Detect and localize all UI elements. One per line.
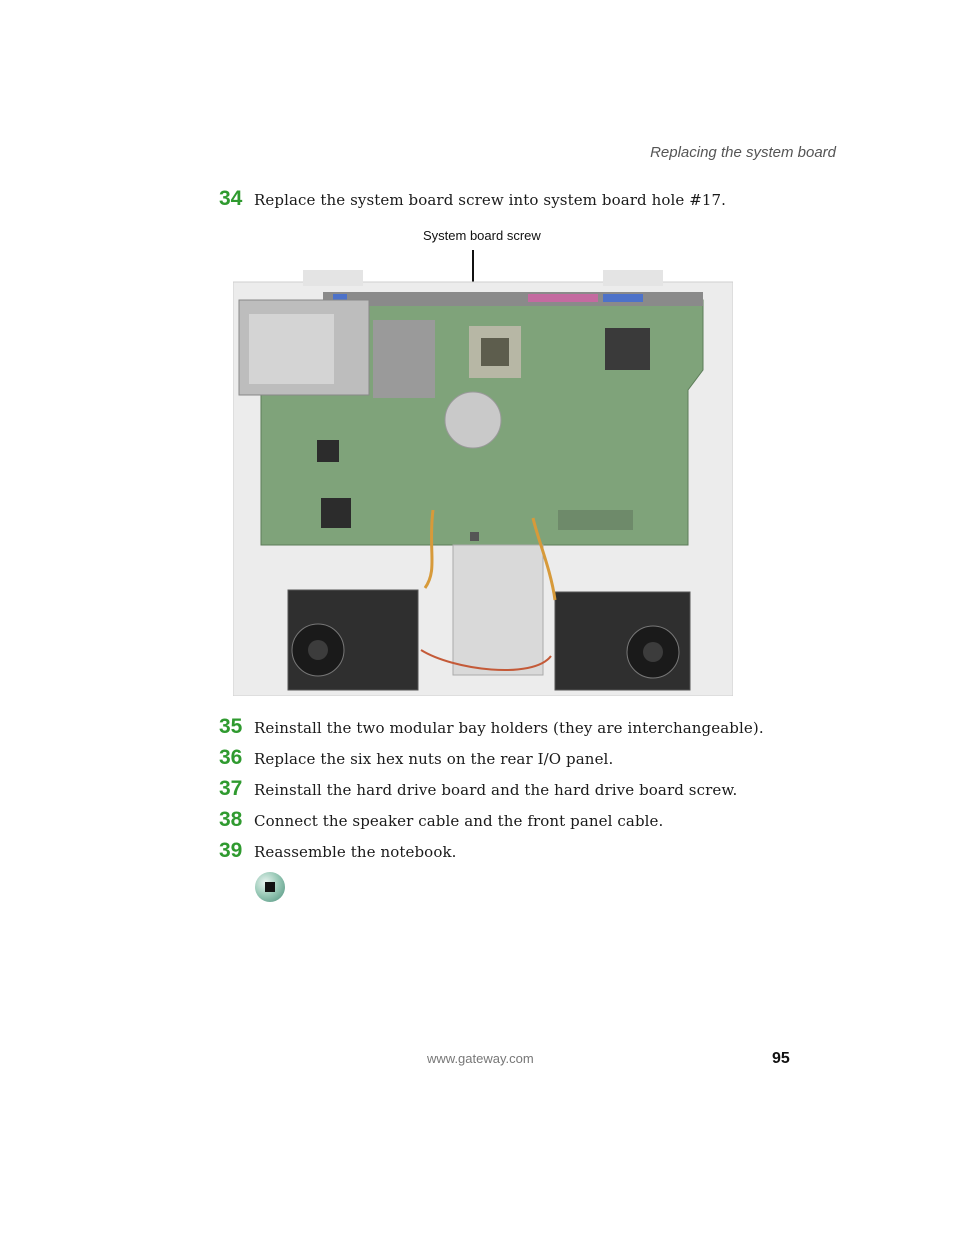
- step-text: Reinstall the two modular bay holders (t…: [254, 719, 764, 737]
- running-head: Replacing the system board: [650, 144, 836, 161]
- step-35: 35 Reinstall the two modular bay holders…: [219, 715, 764, 739]
- stop-square-icon: [255, 872, 285, 902]
- step-37: 37 Reinstall the hard drive board and th…: [219, 777, 737, 801]
- callout-label: System board screw: [423, 228, 541, 243]
- system-board-illustration: [233, 270, 733, 696]
- step-number: 37: [219, 777, 243, 800]
- step-number: 35: [219, 715, 243, 738]
- step-number: 36: [219, 746, 243, 769]
- step-text: Reassemble the notebook.: [254, 843, 457, 861]
- step-34: 34 Replace the system board screw into s…: [219, 187, 726, 211]
- step-text: Reinstall the hard drive board and the h…: [254, 781, 738, 799]
- step-number: 38: [219, 808, 243, 831]
- footer-url: www.gateway.com: [427, 1051, 534, 1066]
- step-number: 39: [219, 839, 243, 862]
- step-38: 38 Connect the speaker cable and the fro…: [219, 808, 663, 832]
- step-text: Replace the six hex nuts on the rear I/O…: [254, 750, 614, 768]
- step-number: 34: [219, 187, 243, 210]
- step-39: 39 Reassemble the notebook.: [219, 839, 457, 863]
- step-text: Connect the speaker cable and the front …: [254, 812, 664, 830]
- page-number: 95: [772, 1050, 790, 1067]
- step-text: Replace the system board screw into syst…: [254, 191, 727, 209]
- step-36: 36 Replace the six hex nuts on the rear …: [219, 746, 613, 770]
